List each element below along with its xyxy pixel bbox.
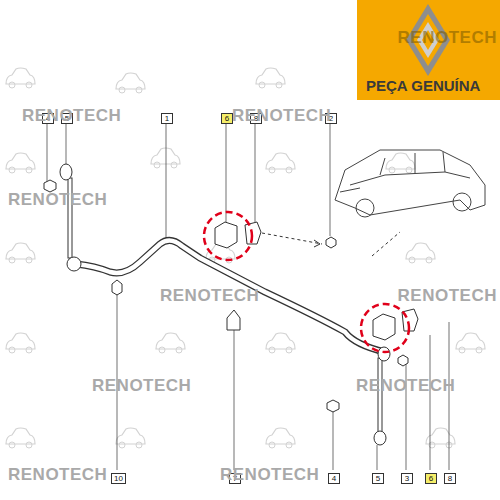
highlight-circles xyxy=(204,212,409,352)
callout-number: 6 xyxy=(425,473,437,484)
car-sketch xyxy=(335,150,485,217)
leader-lines xyxy=(47,124,449,470)
watermark: RENOTECH xyxy=(160,286,259,306)
bushings xyxy=(112,222,418,340)
callout-number: 3 xyxy=(401,473,413,484)
callout-number: 1 xyxy=(161,113,173,124)
watermark: RENOTECH xyxy=(398,286,497,306)
callout-number: 5 xyxy=(372,473,384,484)
callout-number: 8 xyxy=(444,473,456,484)
watermark: RENOTECH xyxy=(232,106,331,126)
right-drop-link xyxy=(327,347,408,445)
left-drop-link xyxy=(44,164,81,271)
car-watermarks xyxy=(6,68,485,448)
callout-number: 4 xyxy=(328,473,340,484)
anti-roll-bar xyxy=(76,240,385,352)
watermark: RENOTECH xyxy=(92,376,191,396)
watermark: RENOTECH xyxy=(8,190,107,210)
logo-panel xyxy=(357,0,500,100)
watermark: RENOTECH xyxy=(22,106,121,126)
callout-number: 6 xyxy=(221,113,233,124)
watermark: RENOTECH xyxy=(356,376,455,396)
watermark: RENOTECH xyxy=(220,465,319,485)
watermark: RENOTECH xyxy=(8,465,107,485)
assembly-arrows xyxy=(262,232,400,256)
watermark: RENOTECH xyxy=(398,28,497,48)
genuine-part-text: PEÇA GENUÍNA xyxy=(366,77,480,94)
callout-number: 10 xyxy=(111,473,126,484)
